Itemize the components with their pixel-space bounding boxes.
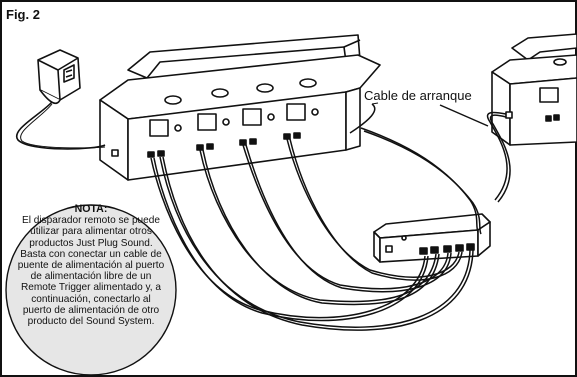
note-title: NOTA:	[74, 203, 108, 215]
main-hub	[99, 34, 381, 181]
note-body: El disparador remoto se puede utilizar p…	[17, 215, 165, 328]
note-callout: NOTA: El disparador remoto se puede util…	[11, 189, 171, 377]
note-circle	[5, 204, 177, 376]
figure-label: Fig. 2	[6, 7, 40, 22]
remote-trigger	[373, 213, 491, 263]
cables	[150, 103, 511, 331]
cable-label: Cable de arranque	[364, 88, 472, 103]
power-adapter	[37, 49, 81, 105]
secondary-hub	[491, 33, 577, 146]
callout-leader	[371, 102, 379, 105]
